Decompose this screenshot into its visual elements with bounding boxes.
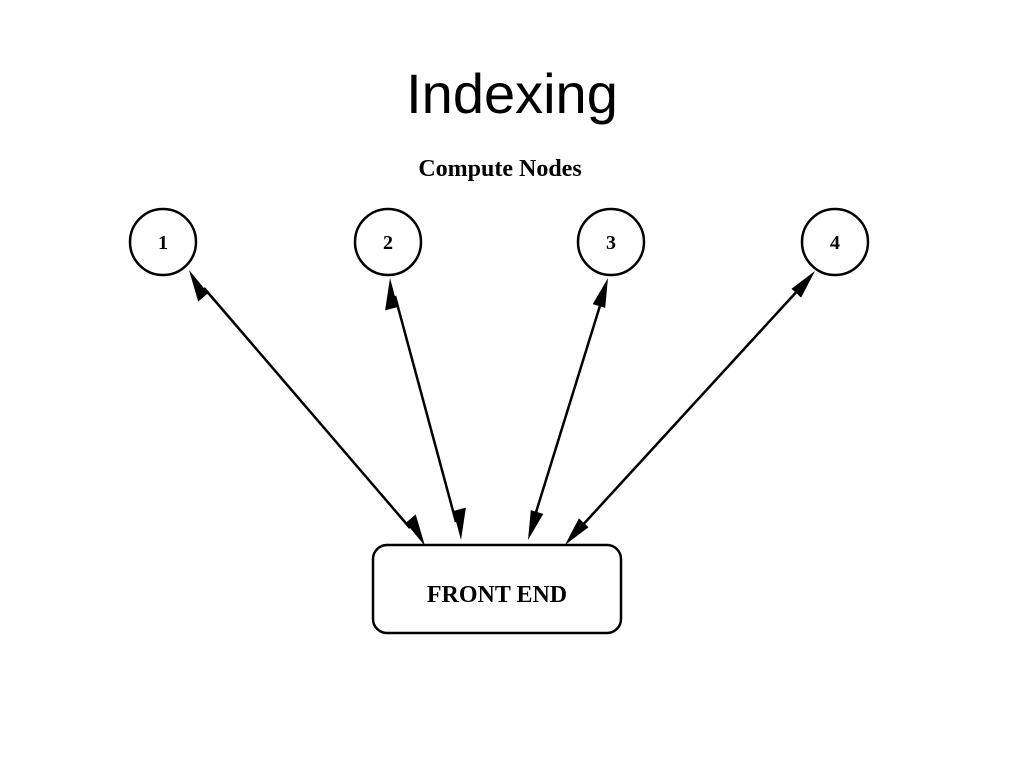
arrowhead-down (565, 518, 589, 545)
diagram-caption: Compute Nodes (418, 156, 581, 182)
arrowhead-down (528, 510, 544, 540)
edge-node-2-front-end (385, 278, 466, 540)
node-label: 1 (158, 232, 168, 254)
arrowhead-down (405, 514, 425, 546)
arrowhead-up (592, 278, 608, 308)
edges (189, 270, 815, 546)
arrowhead-up (385, 278, 398, 311)
edge-node-4-front-end (565, 271, 815, 545)
arrowhead-up (189, 270, 209, 302)
edge-node-3-front-end (528, 278, 608, 540)
node-label: 4 (830, 232, 840, 254)
node-label: 3 (606, 232, 616, 254)
compute-node-3: 3 (576, 207, 646, 277)
arrowhead-down (453, 507, 466, 540)
arrowhead-up (791, 271, 815, 298)
front-end-label: FRONT END (427, 582, 567, 608)
compute-node-4: 4 (800, 207, 870, 277)
node-label: 2 (383, 232, 393, 254)
compute-node-2: 2 (353, 207, 423, 277)
slide-title: Indexing (406, 62, 618, 125)
edge-node-1-front-end (189, 270, 425, 546)
compute-node-1: 1 (128, 207, 198, 277)
front-end-box: FRONT END (371, 543, 623, 635)
